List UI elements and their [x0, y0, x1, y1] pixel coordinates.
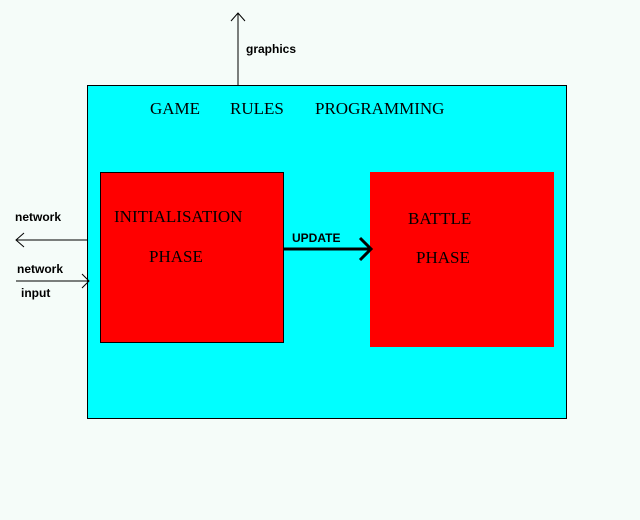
network-output-arrow: [15, 232, 87, 248]
title-word-game: GAME: [150, 99, 201, 118]
graphics-arrow: [230, 12, 246, 85]
initialisation-label: INITIALISATION: [114, 207, 243, 226]
battle-phase-box: [370, 172, 554, 347]
network-input-label-line1: network: [17, 262, 64, 276]
network-input-label-line2: input: [21, 286, 51, 300]
update-label: UPDATE: [292, 231, 341, 245]
initialisation-phase-label: PHASE: [149, 247, 203, 266]
network-output-label: network: [15, 210, 62, 224]
title-word-programming: PROGRAMMING: [315, 99, 445, 118]
initialisation-phase-box: [100, 172, 284, 343]
battle-phase-label: PHASE: [416, 248, 470, 267]
battle-label: BATTLE: [408, 209, 472, 228]
title-word-rules: RULES: [230, 99, 284, 118]
update-arrow: [284, 236, 374, 262]
graphics-label: graphics: [246, 42, 297, 56]
network-input-arrow: [16, 273, 90, 289]
